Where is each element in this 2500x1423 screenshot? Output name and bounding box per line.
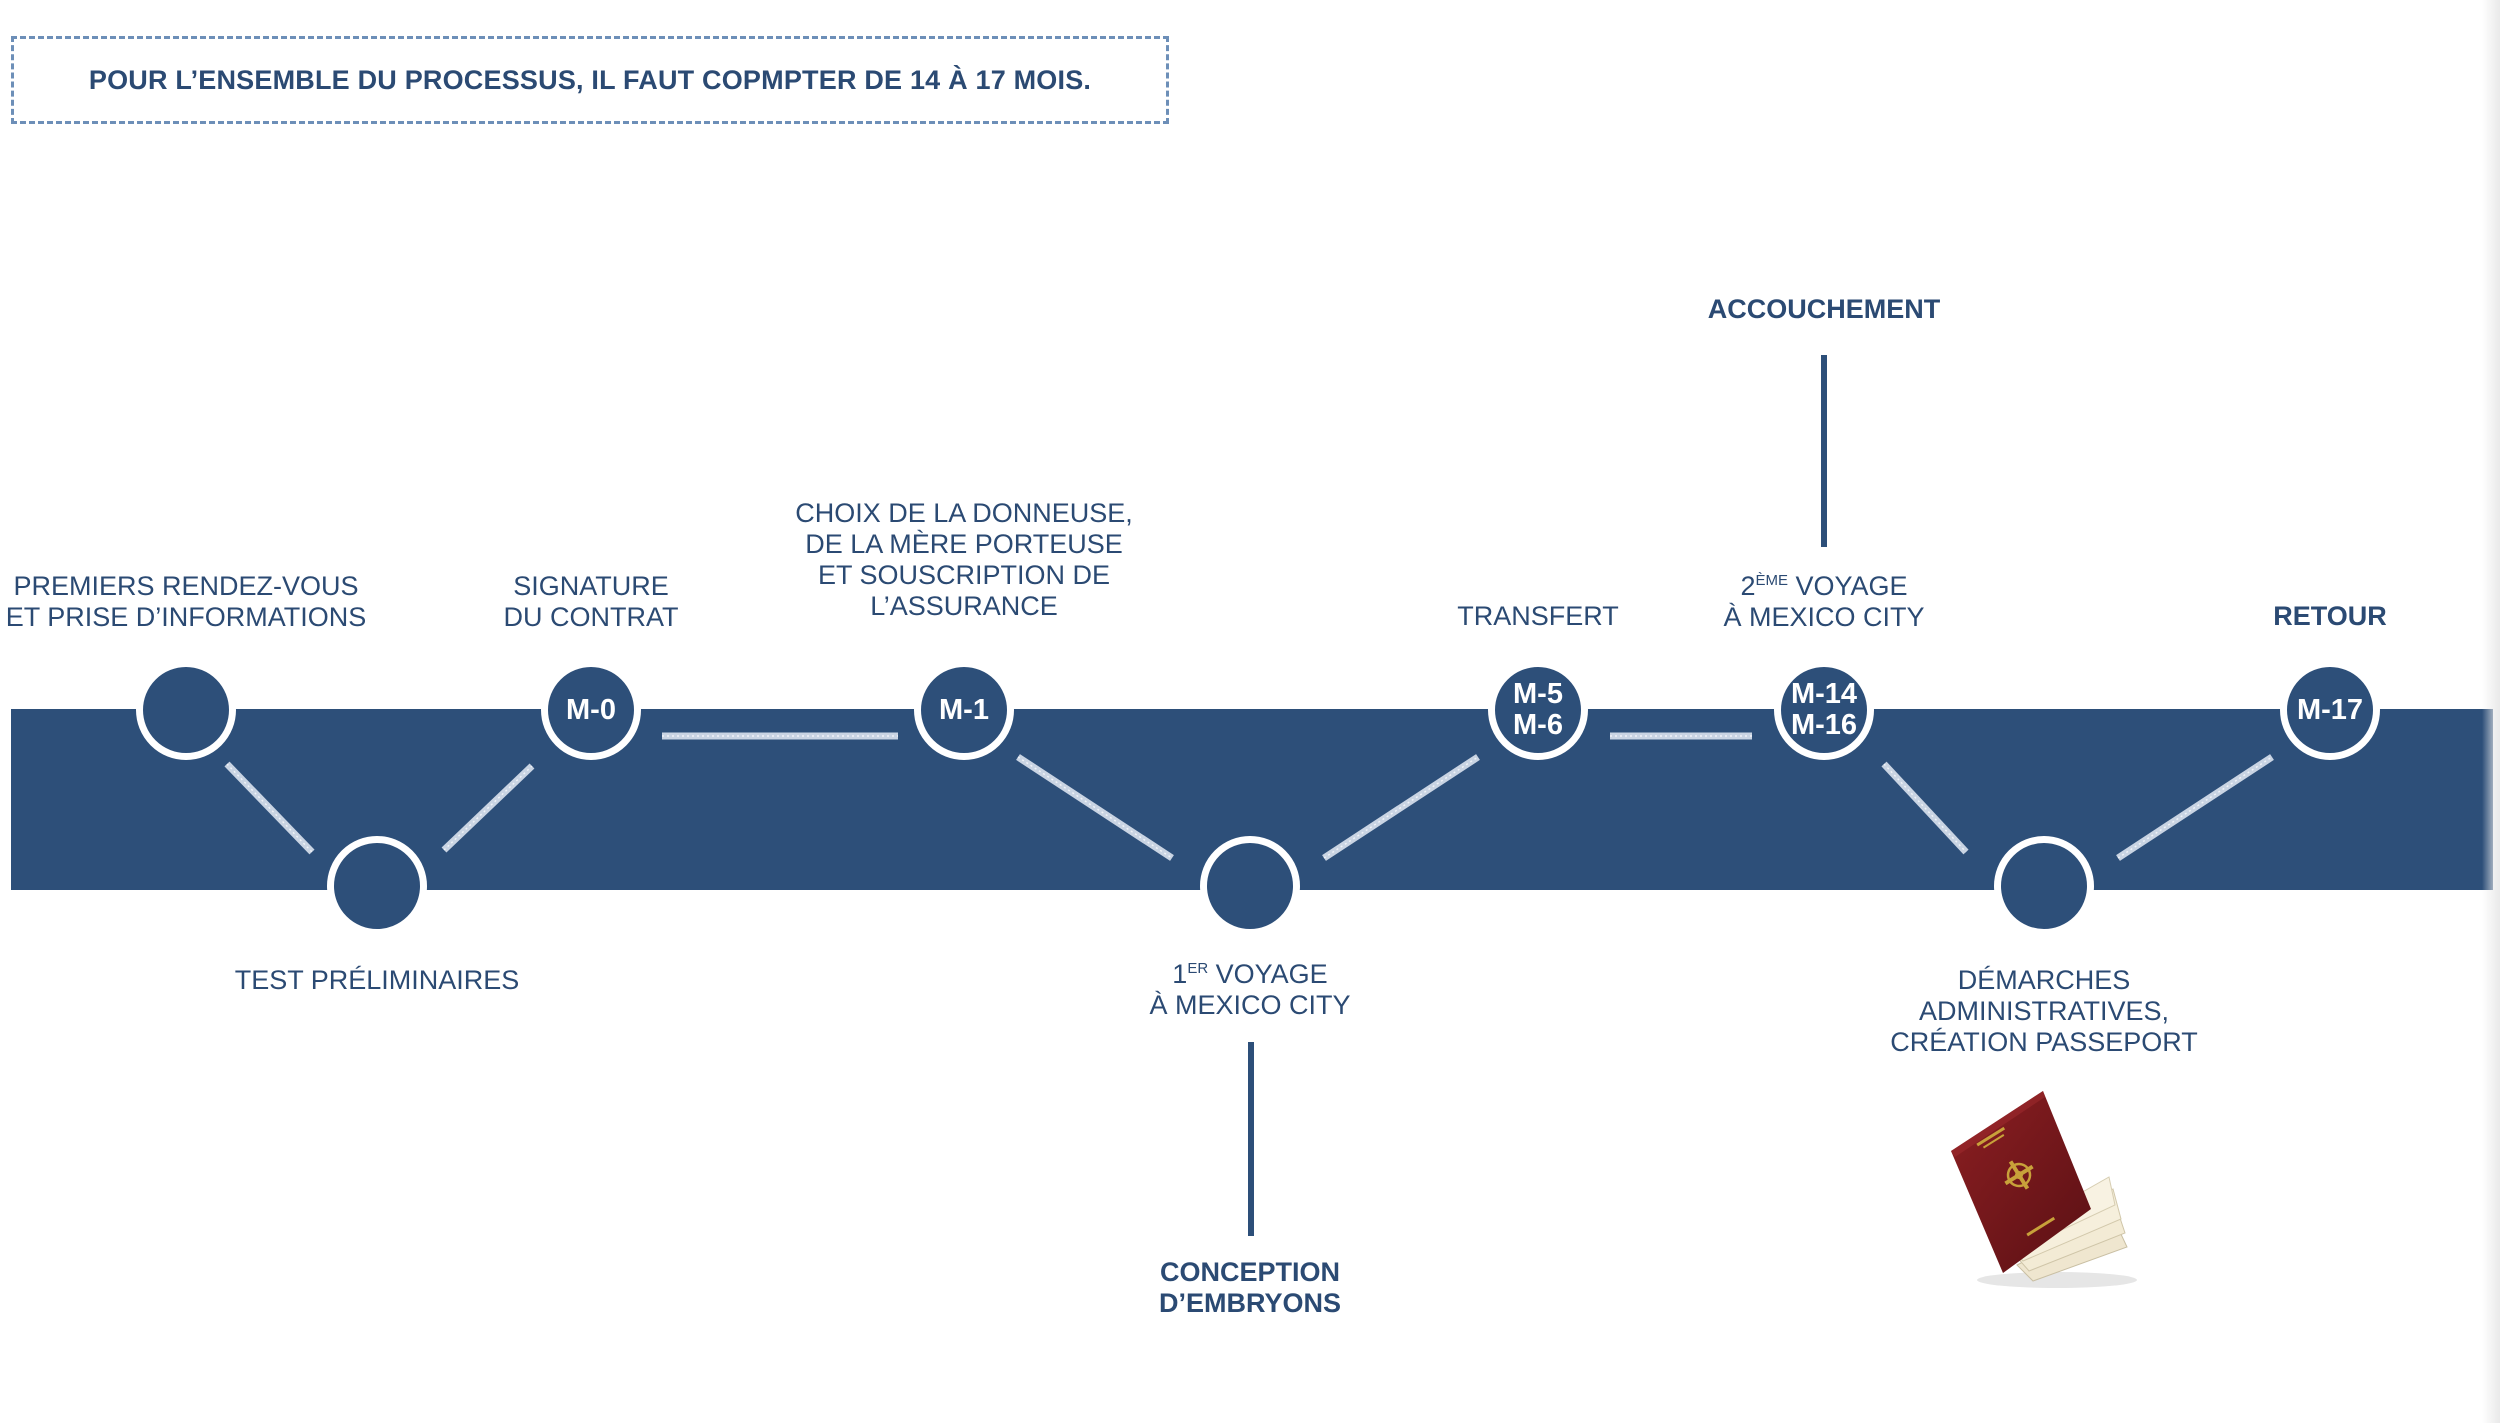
duration-notice-text: POUR L’ENSEMBLE DU PROCESSUS, IL FAUT CO… [88,64,1092,95]
page-edge-shadow [2482,0,2500,1423]
label-signature-contrat: SIGNATURE DU CONTRAT [503,571,679,632]
milestone-m14-label: M-14 [1790,678,1858,710]
label-test-preliminaires: TEST PRÉLIMINAIRES [234,965,520,995]
label-premiers-rendez-vous: PREMIERS RENDEZ-VOUS ET PRISE D’INFORMAT… [5,571,367,632]
step-node-test [327,836,427,936]
label-conception-embryons: CONCEPTION D’EMBRYONS [1158,1257,1341,1318]
passport-icon [1951,1091,2137,1288]
label-accouchement: ACCOUCHEMENT [1707,294,1941,324]
milestone-m6-label: M-6 [1513,709,1563,741]
step-node-premiers [136,660,236,760]
milestone-m17-label: M-17 [2296,693,2364,726]
label-demarches-administratives: DÉMARCHES ADMINISTRATIVES, CRÉATION PASS… [1890,965,2198,1057]
label-retour: RETOUR [2273,601,2387,631]
milestone-m0-label: M-0 [566,693,616,726]
milestone-m0: M-0 [541,660,641,760]
label-voyage-2: 2ÈME VOYAGE À MEXICO CITY [1723,571,1925,632]
label-transfert: TRANSFERT [1457,601,1619,631]
milestone-m14-m16: M-14 M-16 [1774,660,1874,760]
label-choix-donneuse: CHOIX DE LA DONNEUSE, DE LA MÈRE PORTEUS… [795,498,1133,621]
milestone-m17: M-17 [2280,660,2380,760]
step-node-voyage1 [1200,836,1300,936]
accouchement-connector-line [1821,355,1827,547]
milestone-m5-label: M-5 [1513,678,1563,710]
milestone-m1: M-1 [914,660,1014,760]
step-node-demarches [1994,836,2094,936]
milestone-m5-m6: M-5 M-6 [1488,660,1588,760]
label-voyage-1: 1ER VOYAGE À MEXICO CITY [1149,959,1351,1020]
milestone-m16-label: M-16 [1790,709,1858,741]
conception-connector-line [1248,1042,1254,1236]
milestone-m1-label: M-1 [939,693,989,726]
duration-notice: POUR L’ENSEMBLE DU PROCESSUS, IL FAUT CO… [11,36,1169,124]
